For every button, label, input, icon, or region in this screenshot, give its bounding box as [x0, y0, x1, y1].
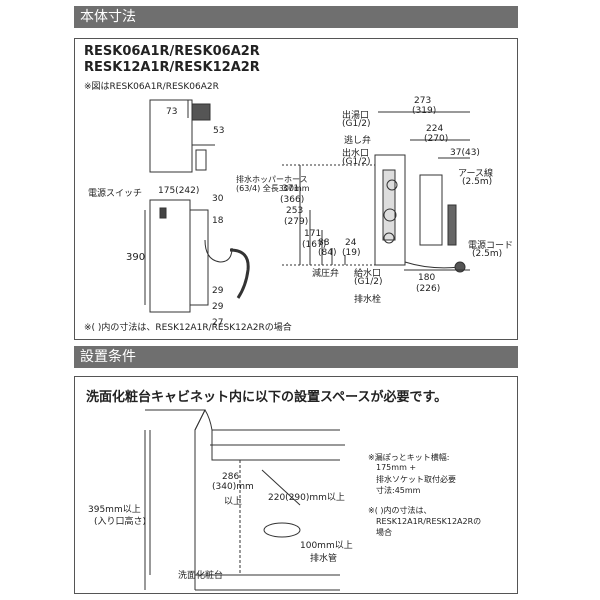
- footnote-models: ※( )内の寸法は、RESK12A1R/RESK12A2Rの場合: [84, 323, 292, 333]
- installation-panel: [74, 376, 518, 594]
- dim-37: 37(43): [450, 148, 480, 158]
- figure-note: ※図はRESK06A1R/RESK06A2R: [84, 82, 219, 92]
- dim-273: 273: [414, 96, 432, 106]
- dim-220: 220(290)mm以上: [268, 493, 345, 503]
- dim-73: 73: [166, 107, 178, 117]
- dim-286: 286: [222, 472, 240, 482]
- power-switch-label: 電源スイッチ: [88, 189, 143, 199]
- dim-226: (226): [416, 284, 441, 294]
- dim-224: 224: [426, 124, 444, 134]
- dim-84: (84): [318, 248, 337, 258]
- water-outlet-spec: (G1/2): [342, 157, 371, 167]
- dim-270: (270): [424, 134, 449, 144]
- hose-spec: (63/4) 全長300mm: [236, 184, 310, 193]
- dim-88: 88: [318, 238, 330, 248]
- inner-height-label: (入り口高さ): [94, 517, 147, 527]
- dim-171: 171: [304, 229, 322, 239]
- dim-395: 395mm以上: [88, 505, 141, 515]
- power-cord-label: 電源コード: [468, 241, 514, 251]
- water-inlet-spec: (G1/2): [354, 277, 383, 287]
- power-cord-length: (2.5m): [472, 249, 503, 259]
- model-names-2: RESK12A1R/RESK12A2R: [84, 60, 260, 75]
- note-line-5: ※( )内の寸法は、: [368, 506, 432, 515]
- dim-340: (340)mm: [212, 482, 254, 492]
- dim-27: 27: [212, 318, 224, 328]
- dim-above: 以上: [224, 497, 243, 507]
- dim-167: (167): [302, 240, 327, 250]
- vanity-counter-label: 洗面化粧台: [178, 571, 224, 581]
- dim-19: (19): [342, 248, 361, 258]
- earth-wire-length: (2.5m): [462, 177, 493, 187]
- earth-wire-label: アース線: [458, 169, 494, 179]
- dim-366: (366): [280, 195, 305, 205]
- dim-29b: 29: [212, 302, 224, 312]
- dim-53: 53: [213, 126, 225, 136]
- dim-279: (279): [284, 217, 309, 227]
- section-header-installation: 設置条件: [74, 346, 518, 368]
- hot-outlet-label: 出湯口: [342, 111, 370, 121]
- note-line-2: 175mm +: [376, 463, 417, 472]
- dim-371: 371: [282, 184, 300, 194]
- note-line-7: 場合: [376, 528, 392, 537]
- dim-390: 390: [126, 252, 146, 263]
- dim-24: 24: [345, 238, 357, 248]
- hot-outlet-spec: (G1/2): [342, 119, 371, 129]
- model-names-1: RESK06A1R/RESK06A2R: [84, 44, 260, 59]
- relief-valve-label: 逃し弁: [344, 136, 372, 146]
- installation-title: 洗面化粧台キャビネット内に以下の設置スペースが必要です。: [86, 390, 448, 405]
- note-line-4: 寸法:45mm: [376, 486, 421, 495]
- dimensions-panel: [74, 38, 518, 340]
- dim-253: 253: [286, 206, 304, 216]
- note-line-3: 排水ソケット取付必要: [376, 475, 456, 484]
- note-line-6: RESK12A1R/RESK12A2Rの: [376, 517, 482, 526]
- dim-180: 180: [418, 273, 436, 283]
- dim-18: 18: [212, 216, 224, 226]
- drain-pipe-label: 排水管: [310, 554, 338, 564]
- dim-175: 175(242): [158, 186, 200, 196]
- dim-100: 100mm以上: [300, 541, 353, 551]
- dim-30: 30: [212, 194, 224, 204]
- water-inlet-label: 給水口: [354, 269, 382, 279]
- dim-319: (319): [412, 106, 437, 116]
- dim-29a: 29: [212, 286, 224, 296]
- drain-plug-label: 排水栓: [354, 295, 382, 305]
- section-header-dimensions: 本体寸法: [74, 6, 518, 28]
- reducing-valve-label: 減圧弁: [312, 269, 340, 279]
- hose-label: 排水ホッパーホース: [236, 175, 308, 184]
- note-line-1: ※漏ぽっとキット横幅:: [368, 453, 450, 462]
- water-outlet-label: 出水口: [342, 149, 370, 159]
